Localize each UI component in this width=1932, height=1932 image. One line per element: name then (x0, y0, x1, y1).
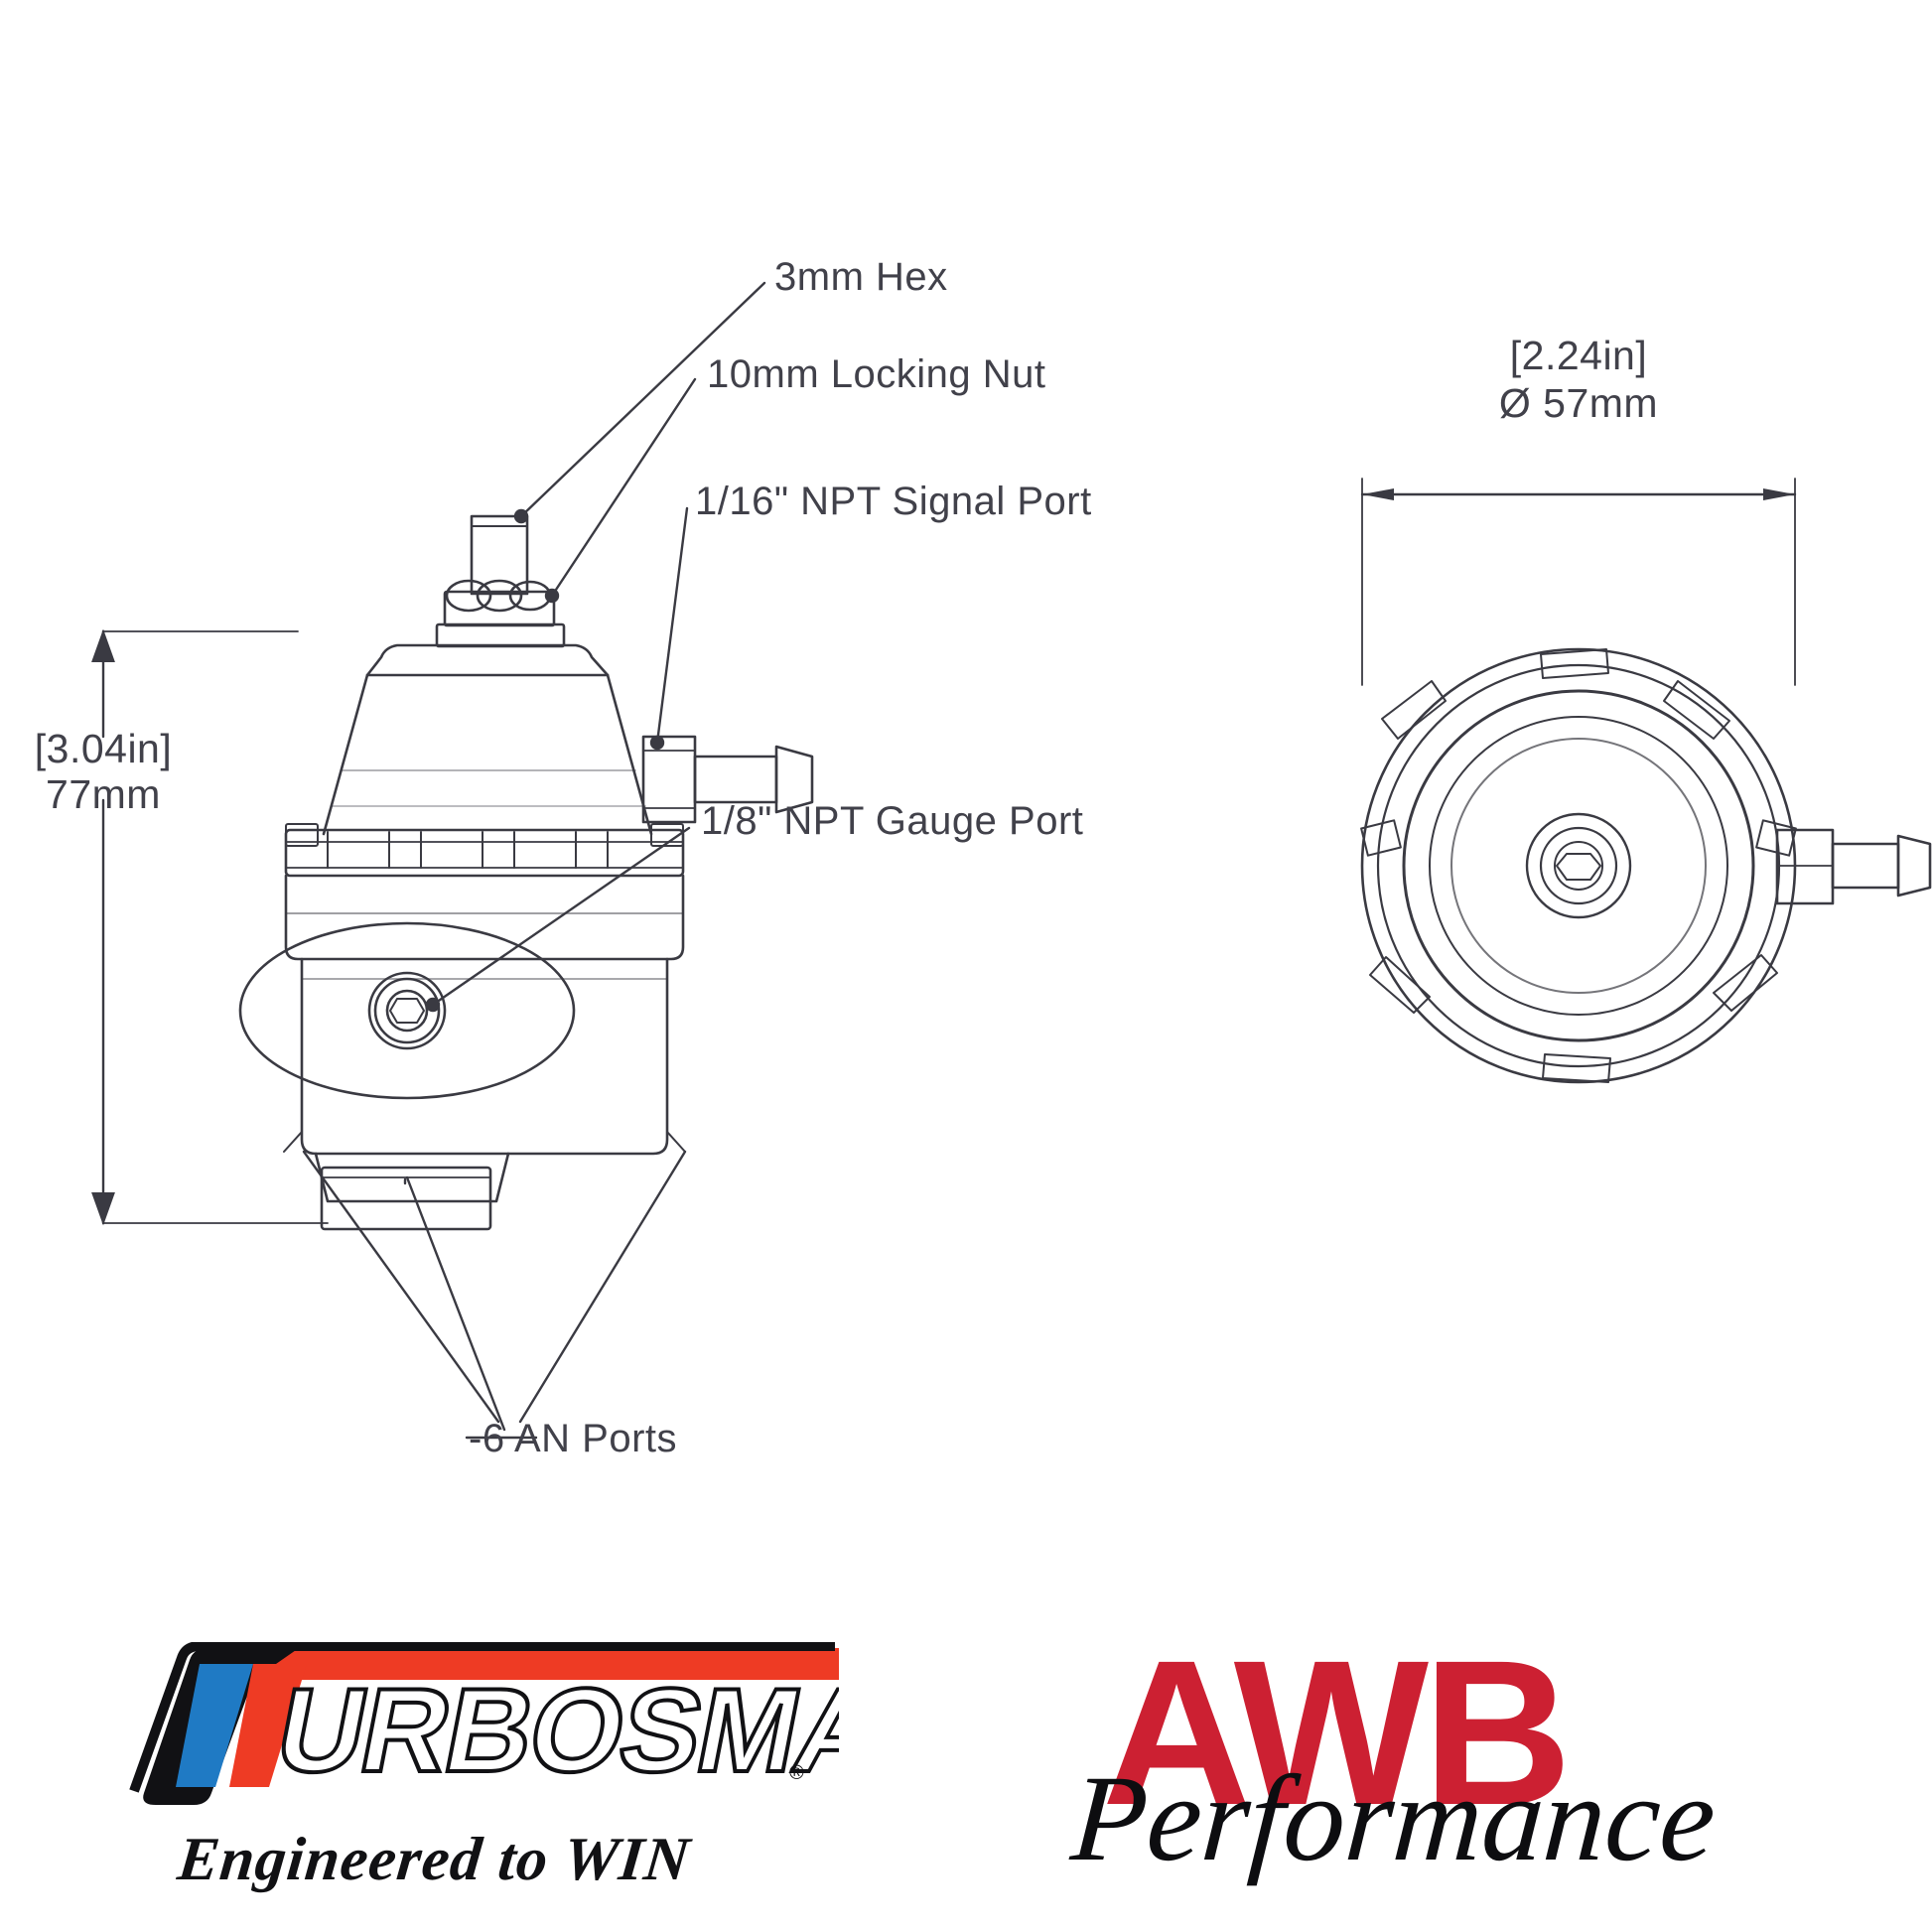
awb-logo: AWB Performance (1067, 1618, 1847, 1924)
awb-performance-script: Performance (1067, 1750, 1721, 1886)
turbosmart-tagline: Engineered to WIN (174, 1826, 694, 1893)
callout-label-gauge-port: 1/8" NPT Gauge Port (701, 799, 1083, 843)
diameter-dim-inches: [2.24in] (1510, 333, 1648, 378)
regulator-cap (322, 643, 653, 836)
leader-lines (403, 281, 766, 1185)
callout-label-hex: 3mm Hex (774, 255, 948, 299)
leader-gauge-port (425, 826, 691, 1013)
height-dim-mm: 77mm (46, 771, 161, 817)
locking-nut (435, 579, 566, 648)
an-port-leaders (302, 1150, 687, 1440)
callout-label-locking-nut: 10mm Locking Nut (707, 352, 1045, 396)
gauge-port-boss (238, 921, 576, 1100)
flange-ring (284, 823, 685, 878)
logo-band: URBOSMART ® Engineered to WIN AWB Perfor… (0, 1608, 1932, 1932)
callout-label-signal-port: 1/16" NPT Signal Port (695, 480, 1092, 523)
turbosmart-wordmark: URBOSMART ® (264, 1661, 839, 1799)
adjustment-screw (470, 514, 529, 596)
leader-signal-port (649, 506, 689, 751)
turbosmart-plate (129, 1642, 839, 1805)
registered-mark: ® (789, 1762, 804, 1784)
rim-notches (1360, 648, 1797, 1083)
an-port-base (283, 1131, 686, 1231)
turbosmart-wordmark-text: URBOSMART (266, 1663, 839, 1797)
top-plan-view (1360, 647, 1932, 1084)
outer-rim (1360, 647, 1797, 1084)
signal-port-top (1775, 828, 1932, 905)
annotation-text: 3mm Hex 10mm Locking Nut 1/16" NPT Signa… (35, 255, 1658, 1460)
front-elevation-view (238, 514, 814, 1231)
awb-letters: AWB (1102, 1618, 1572, 1849)
leader-locking-nut (544, 377, 697, 604)
leader-hex (513, 281, 766, 524)
regulator-body (284, 874, 685, 1156)
turbosmart-logo: URBOSMART ® Engineered to WIN (104, 1630, 839, 1918)
signal-port (641, 735, 814, 824)
height-dim-inches: [3.04in] (35, 726, 173, 771)
height-dimension (91, 628, 329, 1226)
diameter-dimension (1360, 478, 1797, 686)
callout-label-an-ports: -6 AN Ports (469, 1417, 677, 1460)
diameter-dim-mm: Ø 57mm (1499, 380, 1658, 426)
